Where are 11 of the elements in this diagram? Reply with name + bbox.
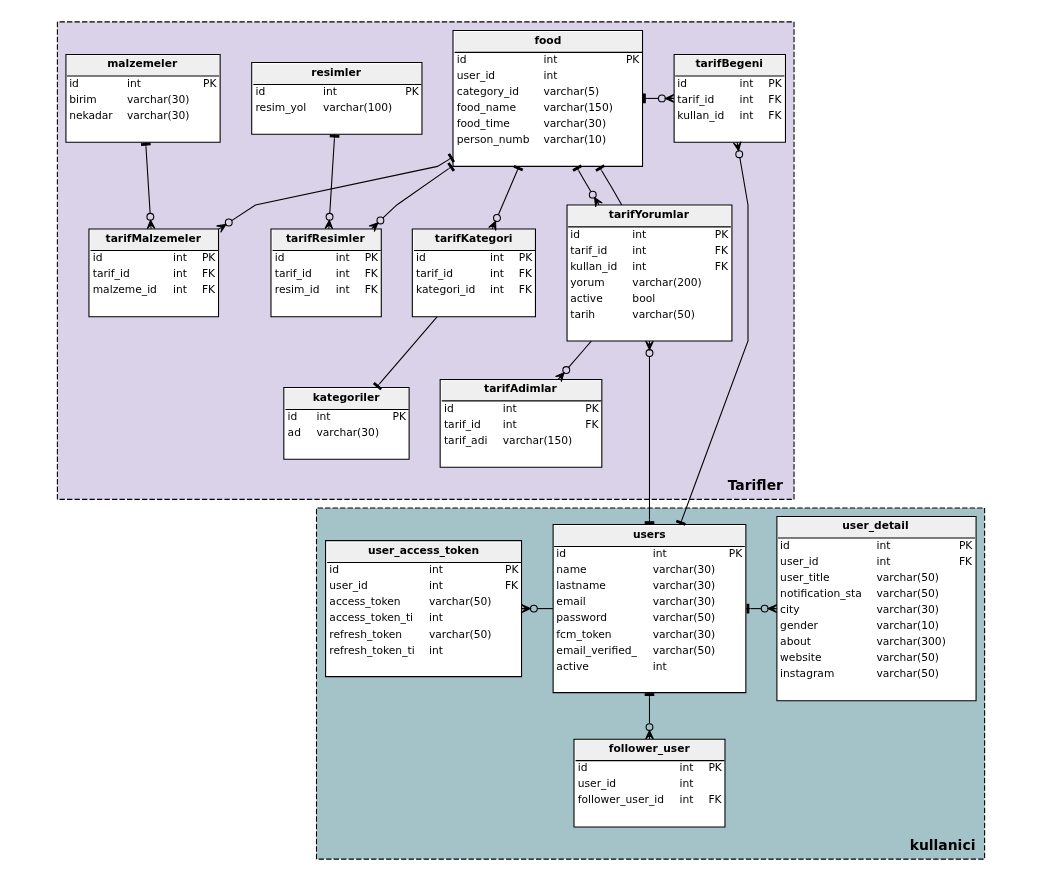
- connector: [215, 152, 455, 233]
- connector: [323, 133, 339, 230]
- connector: [594, 163, 622, 205]
- connector: [554, 340, 592, 382]
- connector: [675, 140, 749, 526]
- connector: [745, 603, 777, 613]
- connector: [487, 164, 523, 231]
- connector: [368, 161, 455, 232]
- connector: [140, 141, 155, 230]
- connector: [372, 315, 438, 390]
- connector: [571, 164, 603, 207]
